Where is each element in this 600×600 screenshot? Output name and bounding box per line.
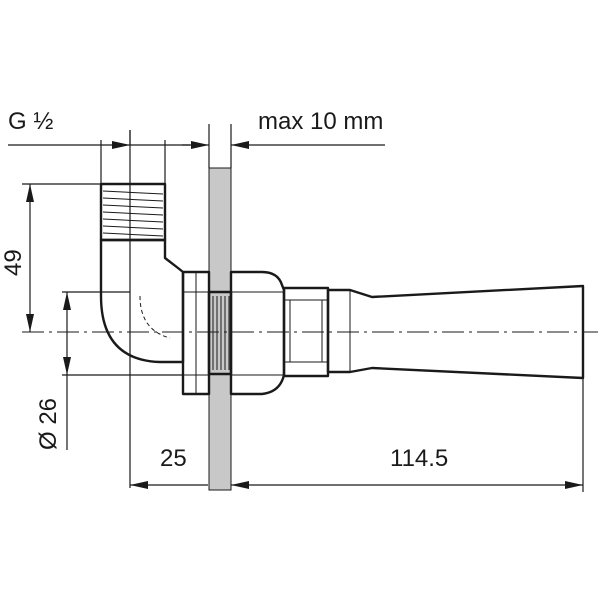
height-dimension — [22, 183, 100, 332]
lever-handle — [326, 284, 585, 380]
diameter-dimension — [62, 291, 184, 450]
wall-panel — [208, 167, 232, 491]
height-label: 49 — [0, 249, 27, 276]
wall-thickness-dimension — [182, 124, 385, 168]
thread-dimension — [8, 130, 190, 488]
valve-body — [229, 270, 286, 396]
diameter-label: Ø 26 — [35, 398, 62, 450]
thread-lines — [102, 190, 164, 237]
length-label: 114.5 — [390, 445, 448, 472]
offset-dimension — [130, 481, 208, 489]
wall-thickness-label: max 10 mm — [258, 108, 383, 135]
thread-label: G ½ — [8, 108, 53, 135]
offset-label: 25 — [160, 445, 187, 472]
length-dimension — [231, 376, 584, 492]
elbow-fitting — [99, 182, 211, 396]
